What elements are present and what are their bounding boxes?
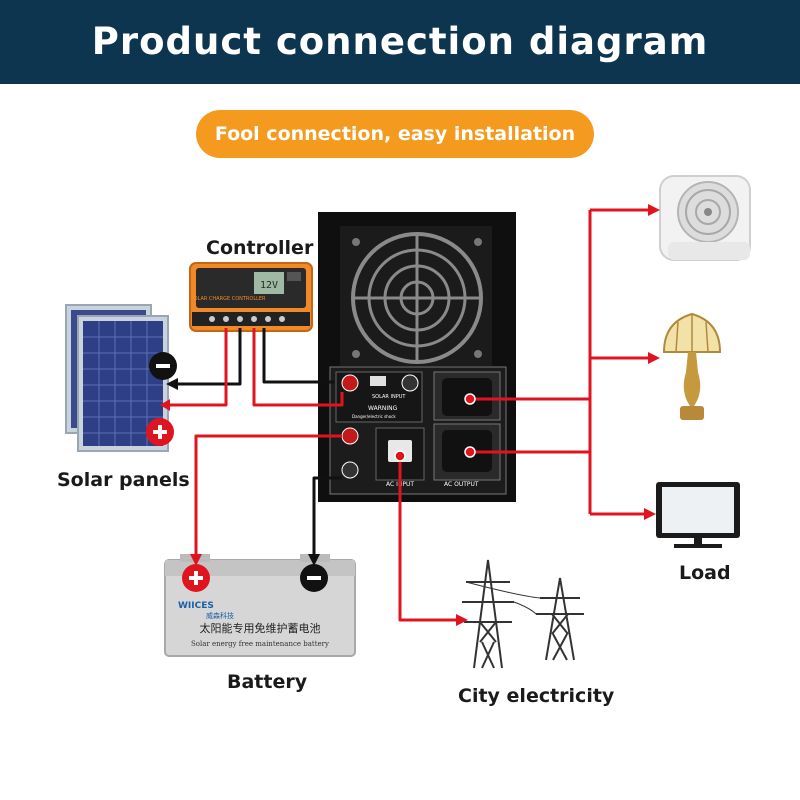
solar-negative-icon <box>149 352 177 380</box>
arrow-battery-negative <box>308 554 320 566</box>
monitor-icon <box>656 482 740 548</box>
controller-label: Controller <box>206 237 314 259</box>
battery-brand-text: WIICES <box>178 601 214 611</box>
solar-positive-icon <box>146 418 174 446</box>
wire-inverter-battery-positive <box>194 434 342 560</box>
feature-badge-text: Fool connection, easy installation <box>214 123 576 145</box>
wire-controller-solar-negative <box>178 328 242 386</box>
city-electricity-label: City electricity <box>458 685 615 707</box>
page-title: Product connection diagram <box>91 20 709 63</box>
ac-input-dot <box>394 450 406 462</box>
wire-controller-solar-positive <box>168 328 228 407</box>
controller-brand-text: SOLAR CHARGE CONTROLLER <box>190 296 266 302</box>
battery-cn-text: 太阳能专用免维护蓄电池 <box>200 621 321 635</box>
wire-ac-input-city <box>398 456 460 622</box>
arrow-lamp <box>648 352 660 364</box>
battery-positive-icon <box>182 564 210 592</box>
solar-panels-label: Solar panels <box>57 469 190 491</box>
load-label: Load <box>679 562 731 584</box>
arrow-monitor <box>644 508 656 520</box>
charge-controller-icon: 12V SOLAR CHARGE CONTROLLER <box>189 262 313 332</box>
power-tower-icon <box>462 559 584 669</box>
header-bar: Product connection diagram <box>0 0 800 84</box>
arrow-solar-negative <box>166 378 178 390</box>
controller-display-text: 12V <box>260 280 278 291</box>
warning-note: Danger/electric shock <box>352 414 396 419</box>
wire-controller-inverter-negative <box>262 328 334 384</box>
ac-output-2-dot <box>464 446 476 458</box>
wire-controller-inverter-positive <box>252 328 344 407</box>
solar-input-label: SOLAR INPUT <box>372 394 406 400</box>
battery-en-text: Solar energy free maintenance battery <box>191 640 329 648</box>
ac-output-1-dot <box>464 393 476 405</box>
feature-badge: Fool connection, easy installation <box>196 110 594 158</box>
solar-panels-icon <box>65 304 169 452</box>
arrow-fan <box>648 204 660 216</box>
fan-icon <box>659 175 751 261</box>
battery-brand-cn-text: 威森科技 <box>206 611 234 620</box>
arrow-battery-positive <box>190 554 202 566</box>
arrow-city <box>456 614 468 626</box>
inverter-icon: SOLAR INPUT WARNING Danger/electric shoc… <box>318 212 516 502</box>
arrow-solar-positive <box>160 399 170 411</box>
wire-inverter-battery-negative <box>312 476 342 560</box>
battery-negative-icon <box>300 564 328 592</box>
lamp-icon <box>662 312 722 420</box>
ac-output-label: AC OUTPUT <box>444 481 479 488</box>
battery-label: Battery <box>227 671 308 693</box>
warning-label: WARNING <box>368 405 398 412</box>
